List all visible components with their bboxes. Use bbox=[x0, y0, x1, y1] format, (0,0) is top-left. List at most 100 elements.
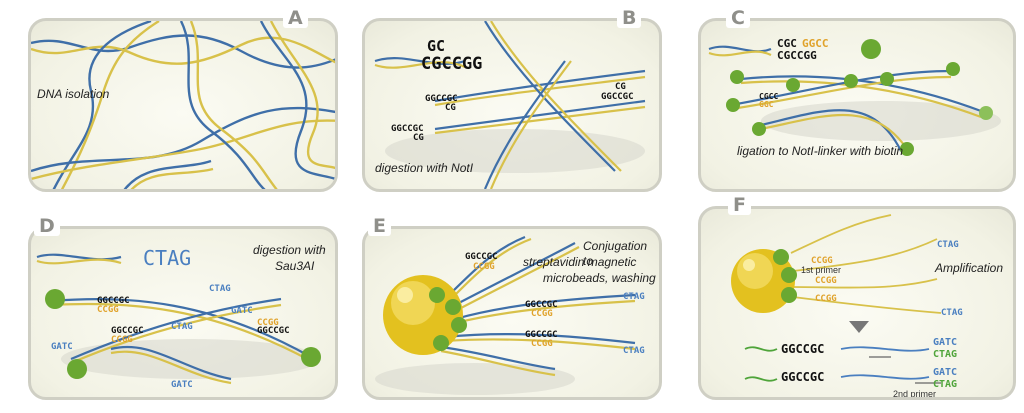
product-strand-1-blue bbox=[840, 346, 930, 352]
dna-strand-c4 bbox=[730, 75, 952, 111]
biotin-bead-icon bbox=[45, 289, 65, 309]
f-ccgg-1: CCGG bbox=[811, 256, 833, 266]
dna-strand-a10 bbox=[269, 21, 335, 170]
biotin-bead-icon bbox=[900, 142, 914, 156]
product-strand-2-green bbox=[744, 376, 778, 382]
panel-d-caption-line1: digestion with bbox=[253, 243, 326, 257]
dna-strand-e7 bbox=[444, 333, 636, 345]
panel-f-graphic: CCGG CCGG CCGG CTAG CTAG 1st primer 2nd … bbox=[731, 214, 963, 399]
dna-strand-a8 bbox=[189, 21, 278, 189]
dna-strand-e5 bbox=[454, 293, 636, 321]
panel-e-caption-line1: Conjugation to bbox=[583, 239, 648, 268]
biotin-bead-icon bbox=[781, 287, 797, 303]
panel-e-caption-line3: microbeads, washing bbox=[543, 271, 656, 285]
d-site-3: GATC bbox=[51, 342, 73, 352]
f-primer1: 1st primer bbox=[801, 265, 841, 275]
e-end-top-2: GGCCGC bbox=[525, 300, 558, 310]
d-site-2: GATC bbox=[231, 306, 253, 316]
dna-strand-f1 bbox=[790, 214, 892, 254]
dna-strand-b10 bbox=[489, 60, 572, 189]
panel-e-graphic: GGCCGC CCGG GGCCGC CCGG GGCCGC CCGG CTAG… bbox=[375, 235, 645, 395]
panel-a-graphic bbox=[31, 21, 335, 189]
biotin-bead-icon bbox=[752, 122, 766, 136]
dna-strand-f3 bbox=[792, 278, 938, 289]
b-end-1-bottom: CG bbox=[445, 103, 456, 113]
dna-strand-d2 bbox=[36, 258, 122, 265]
f-site-1: CTAG bbox=[937, 240, 959, 250]
dna-strand-a2 bbox=[31, 36, 335, 65]
biotin-bead-icon bbox=[781, 267, 797, 283]
dna-strand-e10 bbox=[440, 349, 556, 377]
dna-strand-a11 bbox=[123, 159, 212, 189]
panel-d-graphic: CTAG GGCCGC CCGG GGCCGC CCGG CTAG GATC G… bbox=[36, 246, 321, 390]
dna-strand-d5 bbox=[70, 297, 282, 361]
dna-strand-a7 bbox=[179, 21, 266, 189]
dna-strand-f2 bbox=[792, 238, 938, 272]
dna-strand-a6 bbox=[31, 119, 335, 181]
d-end-bottom-2: CCGG bbox=[111, 335, 133, 345]
panel-c: CGC GGCC CGCCGG CGCC GGC ligation to Not… bbox=[698, 18, 1016, 192]
biotin-bead-icon bbox=[301, 347, 321, 367]
linker-strand-2 bbox=[708, 50, 772, 57]
e-site-2: CTAG bbox=[623, 346, 645, 356]
dna-strand-d8 bbox=[110, 350, 232, 385]
biotin-bead-icon bbox=[67, 359, 87, 379]
dna-strand-e1 bbox=[444, 235, 526, 300]
b-end-3-top: GGCCGC bbox=[601, 92, 634, 102]
dna-strand-d7 bbox=[110, 345, 232, 381]
c-end-black: CGCC bbox=[759, 92, 778, 101]
b-end-2-bottom: CG bbox=[413, 133, 424, 143]
product-strand-1-green bbox=[744, 346, 778, 352]
b-end-3-bottom: CG bbox=[615, 82, 626, 92]
panel-b: GC CGCCGG GGCCGC CG GGCCGC CG GGCCGC CG … bbox=[362, 18, 662, 192]
biotin-bead-icon bbox=[844, 74, 858, 88]
panel-f: CCGG CCGG CCGG CTAG CTAG 1st primer 2nd … bbox=[698, 206, 1016, 400]
dna-strand-a5 bbox=[31, 106, 335, 173]
panel-d: CTAG GGCCGC CCGG GGCCGC CCGG CTAG GATC G… bbox=[28, 226, 338, 400]
dna-strand-b9 bbox=[483, 60, 566, 189]
dna-strand-e3 bbox=[454, 242, 576, 306]
d-end-bottom-3: CCGG bbox=[257, 318, 279, 328]
c-linker-top-orange: GGCC bbox=[802, 37, 829, 50]
biotin-bead-icon bbox=[946, 62, 960, 76]
d-site-4: CTAG bbox=[171, 322, 193, 332]
dna-strand-e2 bbox=[448, 237, 532, 302]
panel-e-label: E bbox=[368, 216, 391, 236]
biotin-bead-icon bbox=[880, 72, 894, 86]
d-end-top-2: GGCCGC bbox=[111, 326, 144, 336]
panel-c-label: C bbox=[726, 8, 750, 28]
dna-strand-e6 bbox=[454, 299, 636, 325]
panel-b-graphic: GC CGCCGG GGCCGC CG GGCCGC CG GGCCGC CG bbox=[374, 21, 646, 189]
biotin-bead-icon bbox=[730, 70, 744, 84]
dna-strand-a9 bbox=[259, 21, 335, 180]
b-big-top: GC bbox=[427, 37, 445, 55]
f-product-gatc-2: GATC bbox=[933, 367, 957, 378]
b-big-bottom: CGCCGG bbox=[421, 54, 482, 74]
d-end-top: GGCCGC bbox=[97, 296, 130, 306]
d-end-top-3: GGCCGC bbox=[257, 326, 290, 336]
dna-strand-f4 bbox=[792, 296, 942, 314]
panel-a-caption: DNA isolation bbox=[37, 87, 110, 101]
dna-strand-a12 bbox=[130, 167, 214, 189]
c-end-orange: GGC bbox=[759, 100, 774, 109]
e-end-top-3: GGCCGC bbox=[525, 330, 558, 340]
dna-strand-e8 bbox=[444, 338, 636, 351]
f-primer2: 2nd primer bbox=[893, 389, 936, 399]
b-end-2-top: GGCCGC bbox=[391, 124, 424, 134]
f-ccgg-2: CCGG bbox=[815, 276, 837, 286]
biotin-bead-icon bbox=[786, 78, 800, 92]
biotin-bead-icon bbox=[451, 317, 467, 333]
dna-strand-e9 bbox=[440, 345, 556, 371]
f-site-2: CTAG bbox=[941, 308, 963, 318]
panel-b-label: B bbox=[617, 8, 642, 28]
f-product-gatc-1: GATC bbox=[933, 337, 957, 348]
dna-strand-d3 bbox=[50, 298, 312, 358]
shadow bbox=[61, 339, 321, 379]
f-product-seq-2: GGCCGC bbox=[781, 370, 824, 384]
biotin-bead-icon bbox=[429, 287, 445, 303]
biotin-bead-icon bbox=[726, 98, 740, 112]
biotin-beads bbox=[726, 39, 993, 156]
d-site-5: GATC bbox=[171, 380, 193, 390]
magnetic-bead-icon bbox=[731, 249, 795, 313]
dna-strand-d1 bbox=[36, 253, 122, 261]
